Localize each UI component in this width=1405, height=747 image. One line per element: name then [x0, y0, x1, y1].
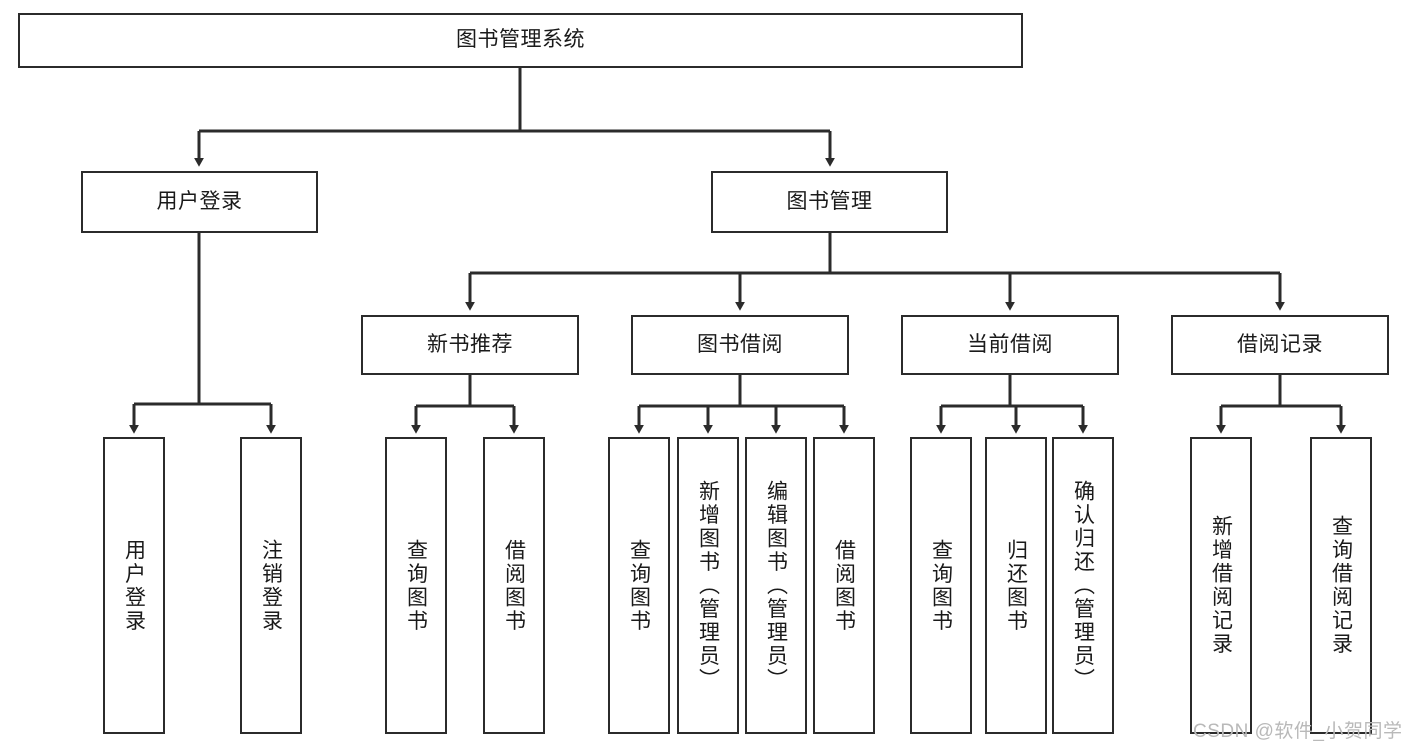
node-leaf-add-record-label: 新增借阅记录: [1209, 515, 1233, 656]
node-leaf-query-book-2-label: 查询图书: [627, 538, 651, 633]
node-leaf-query-record-label: 查询借阅记录: [1329, 515, 1353, 656]
node-leaf-query-book-1-label: 查询图书: [404, 538, 428, 633]
node-book-manage-label: 图书管理: [786, 189, 873, 213]
node-borrow-record[interactable]: 借阅记录: [1171, 315, 1389, 375]
node-leaf-query-book-3-label: 查询图书: [929, 538, 953, 633]
node-current-borrow[interactable]: 当前借阅: [901, 315, 1119, 375]
node-leaf-user-login[interactable]: 用户登录: [103, 437, 165, 734]
node-new-book-rec[interactable]: 新书推荐: [361, 315, 579, 375]
node-book-manage[interactable]: 图书管理: [711, 171, 948, 233]
node-leaf-user-login-label: 用户登录: [122, 538, 146, 633]
node-leaf-add-record[interactable]: 新增借阅记录: [1190, 437, 1252, 734]
node-leaf-borrow-book-1[interactable]: 借阅图书: [483, 437, 545, 734]
node-leaf-return-book[interactable]: 归还图书: [985, 437, 1047, 734]
node-borrow-record-label: 借阅记录: [1237, 332, 1323, 356]
node-book-borrow[interactable]: 图书借阅: [631, 315, 849, 375]
node-user-login[interactable]: 用户登录: [81, 171, 318, 233]
node-book-borrow-label: 图书借阅: [697, 332, 783, 356]
node-leaf-query-book-3[interactable]: 查询图书: [910, 437, 972, 734]
node-leaf-query-book-2[interactable]: 查询图书: [608, 437, 670, 734]
node-leaf-confirm-return[interactable]: 确认归还（管理员）: [1052, 437, 1114, 734]
node-leaf-borrow-book-2-label: 借阅图书: [832, 538, 856, 633]
node-root-label: 图书管理系统: [456, 28, 585, 52]
node-leaf-confirm-return-label: 确认归还（管理员）: [1071, 479, 1095, 692]
node-leaf-add-book-label: 新增图书（管理员）: [696, 479, 720, 692]
node-leaf-query-book-1[interactable]: 查询图书: [385, 437, 447, 734]
node-leaf-return-book-label: 归还图书: [1004, 538, 1028, 633]
node-leaf-borrow-book-2[interactable]: 借阅图书: [813, 437, 875, 734]
node-user-login-label: 用户登录: [156, 189, 243, 213]
node-leaf-add-book[interactable]: 新增图书（管理员）: [677, 437, 739, 734]
node-new-book-rec-label: 新书推荐: [427, 332, 513, 356]
node-current-borrow-label: 当前借阅: [967, 332, 1053, 356]
node-leaf-user-logout[interactable]: 注销登录: [240, 437, 302, 734]
node-leaf-edit-book[interactable]: 编辑图书（管理员）: [745, 437, 807, 734]
watermark-text: CSDN @软件_小贺同学: [1193, 721, 1403, 742]
node-leaf-query-record[interactable]: 查询借阅记录: [1310, 437, 1372, 734]
node-leaf-edit-book-label: 编辑图书（管理员）: [764, 479, 788, 692]
node-leaf-user-logout-label: 注销登录: [259, 538, 283, 633]
node-leaf-borrow-book-1-label: 借阅图书: [502, 538, 526, 633]
node-root[interactable]: 图书管理系统: [18, 13, 1023, 68]
